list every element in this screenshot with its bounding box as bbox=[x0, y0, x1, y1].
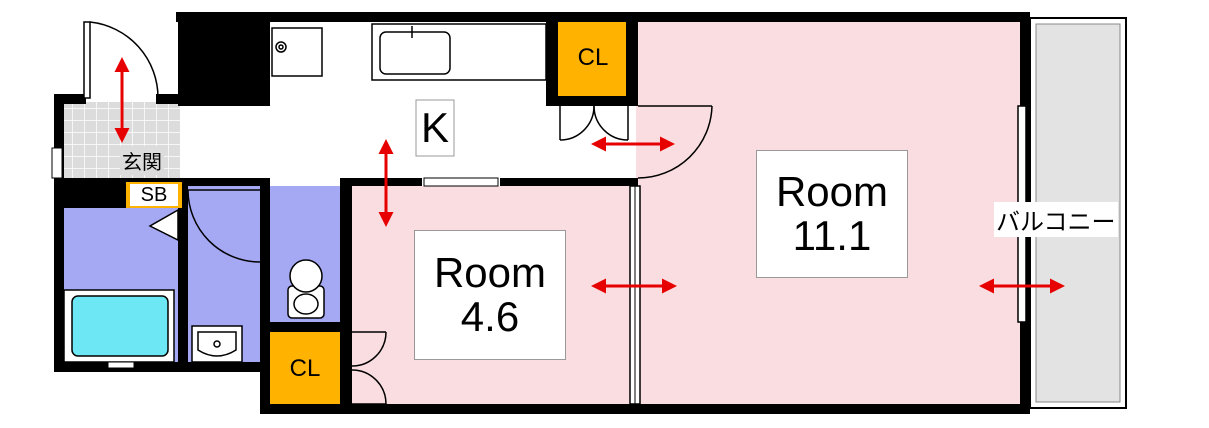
room-large-name: Room bbox=[775, 167, 889, 215]
washroom-door bbox=[187, 189, 261, 263]
closet-bottom-fill bbox=[268, 330, 342, 406]
closet-top-fill bbox=[558, 20, 628, 96]
closet-bottom-doors bbox=[351, 331, 387, 405]
stove bbox=[271, 27, 323, 77]
shoe-box-label-inner bbox=[130, 184, 178, 206]
room-small-name: Room bbox=[433, 248, 547, 296]
closet-top-label: CL bbox=[577, 44, 609, 71]
kitchen-label: K bbox=[420, 104, 449, 151]
entrance-label: 玄関 bbox=[120, 146, 164, 175]
room-small-label: Room 4.6 bbox=[414, 230, 566, 360]
kitchen-label-box bbox=[415, 99, 455, 157]
closet-bottom-label: CL bbox=[289, 355, 321, 382]
large-room-door bbox=[637, 105, 713, 179]
bathtub bbox=[63, 289, 175, 369]
toilet bbox=[287, 259, 325, 319]
room-large-size: 11.1 bbox=[792, 212, 872, 259]
bath-door bbox=[148, 208, 179, 242]
entrance-side-window bbox=[51, 147, 63, 179]
shoe-box-label: SB bbox=[140, 184, 168, 206]
room-large-label: Room 11.1 bbox=[756, 150, 908, 278]
sliding-partition bbox=[423, 177, 641, 405]
size-arrows bbox=[114, 57, 1065, 294]
sink bbox=[371, 23, 547, 81]
room-small-size: 4.6 bbox=[460, 293, 520, 340]
entrance-door bbox=[83, 21, 159, 99]
balcony-label: バルコニー bbox=[994, 202, 1118, 237]
washbasin bbox=[191, 325, 243, 363]
